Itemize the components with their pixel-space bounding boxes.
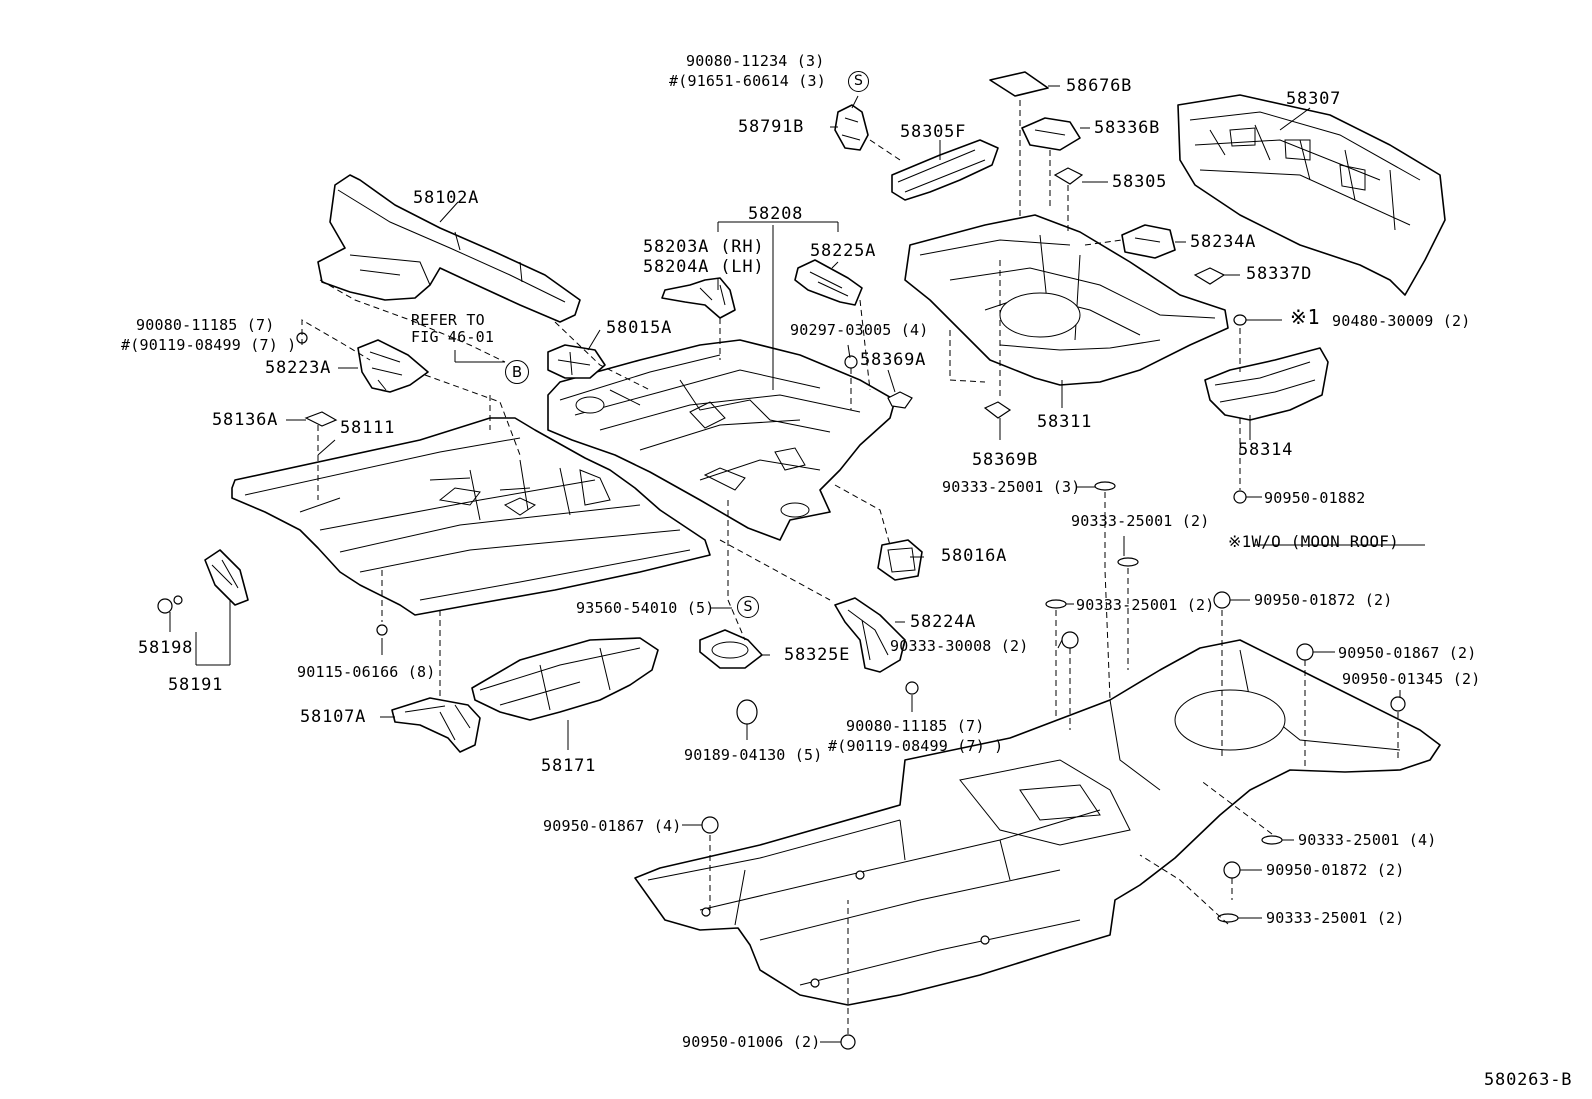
label-mark-1: ※1 (1290, 305, 1321, 329)
label-90950-01345: 90950-01345 (2) (1342, 670, 1481, 688)
label-90333-25001-4: 90333-25001 (4) (1298, 831, 1437, 849)
label-58102a: 58102A (413, 188, 480, 208)
label-90297-03005: 90297-03005 (4) (790, 321, 929, 339)
label-58234a: 58234A (1190, 232, 1257, 252)
part-58337d (1193, 267, 1226, 285)
part-58191 (204, 549, 249, 606)
part-58016a (877, 539, 923, 581)
label-90480-30009: 90480-30009 (2) (1332, 312, 1471, 330)
label-90080-11185-a: 90080-11185 (7) (136, 316, 275, 334)
label-58198: 58198 (138, 638, 194, 658)
label-58111: 58111 (340, 418, 396, 438)
label-90950-01867-b: 90950-01867 (4) (543, 817, 682, 835)
hardware (296, 314, 1406, 1050)
part-58314 (1204, 347, 1329, 421)
part-58369b (983, 401, 1012, 419)
label-90119-08499-b: #(90119-08499 (7) ) (828, 737, 1004, 755)
diagram-id: 580263-B (1484, 1070, 1573, 1090)
part-58305 (1053, 167, 1084, 185)
label-90333-25001-2a: 90333-25001 (2) (1071, 512, 1210, 530)
label-58307: 58307 (1286, 89, 1342, 109)
label-58136a: 58136A (212, 410, 279, 430)
part-58107a (391, 697, 481, 753)
label-fig-46-01: FIG 46-01 (411, 328, 495, 346)
label-58676b: 58676B (1066, 76, 1133, 96)
label-58224a: 58224A (910, 612, 977, 632)
part-58234a (1121, 224, 1176, 259)
label-moon-roof-note: ※1W/O (MOON ROOF) (1228, 532, 1399, 551)
label-93560-54010: 93560-54010 (5) (576, 599, 715, 617)
label-58203a: 58203A (RH) (643, 237, 765, 257)
label-58204a: 58204A (LH) (643, 257, 765, 277)
part-58102a (317, 174, 581, 323)
label-90333-25001-3: 90333-25001 (3) (942, 478, 1081, 496)
label-58107a: 58107A (300, 707, 367, 727)
callout-b-ref: B (505, 360, 529, 384)
part-58111 (231, 417, 711, 616)
label-58208: 58208 (748, 204, 804, 224)
label-58336b: 58336B (1094, 118, 1161, 138)
part-58223a (357, 339, 429, 393)
part-58224a (834, 597, 906, 673)
label-91651-60614: #(91651-60614 (3) (669, 72, 826, 90)
label-refer-to: REFER TO (411, 311, 485, 329)
label-58015a: 58015A (606, 318, 673, 338)
label-90950-01872-a: 90950-01872 (2) (1254, 591, 1393, 609)
label-58325e: 58325E (784, 645, 851, 665)
label-58337d: 58337D (1246, 264, 1313, 284)
leader-lines (169, 85, 1425, 1043)
part-58208 (547, 339, 896, 541)
label-90950-01006: 90950-01006 (2) (682, 1033, 821, 1051)
label-58225a: 58225A (810, 241, 877, 261)
label-58016a: 58016A (941, 546, 1008, 566)
label-90333-25001-2b: 90333-25001 (2) (1076, 596, 1215, 614)
label-90189-04130: 90189-04130 (5) (684, 746, 823, 764)
part-58203a (661, 277, 736, 319)
part-58136a (304, 411, 338, 427)
label-58311: 58311 (1037, 412, 1093, 432)
label-90119-08499-a: #(90119-08499 (7) ) (121, 336, 297, 354)
label-58171: 58171 (541, 756, 597, 776)
label-90080-11234: 90080-11234 (3) (686, 52, 825, 70)
part-58198 (157, 595, 183, 614)
label-90115-06166: 90115-06166 (8) (297, 663, 436, 681)
part-floor-undercover (634, 639, 1441, 1006)
part-58307 (1177, 94, 1446, 296)
callout-s-mid: S (737, 596, 759, 618)
part-58676b (989, 71, 1049, 97)
part-58015a (547, 344, 606, 379)
part-58325e (699, 629, 763, 669)
callout-s-top: S (848, 71, 869, 92)
label-90950-01882: 90950-01882 (1264, 489, 1366, 507)
label-58314: 58314 (1238, 440, 1294, 460)
label-58191: 58191 (168, 675, 224, 695)
label-58223a: 58223A (265, 358, 332, 378)
label-90080-11185-b: 90080-11185 (7) (846, 717, 985, 735)
part-58311 (904, 214, 1229, 386)
part-58369a (887, 391, 913, 409)
part-58171 (471, 637, 659, 721)
label-58305: 58305 (1112, 172, 1168, 192)
label-90950-01867-a: 90950-01867 (2) (1338, 644, 1477, 662)
label-58305f: 58305F (900, 122, 967, 142)
part-58336b (1021, 117, 1081, 151)
label-58369a: 58369A (860, 350, 927, 370)
part-58791b (834, 104, 869, 151)
part-58305f (891, 139, 999, 201)
label-90333-30008: 90333-30008 (2) (890, 637, 1029, 655)
label-90333-25001-2c: 90333-25001 (2) (1266, 909, 1405, 927)
part-58225a (794, 259, 863, 306)
assembly-lines (301, 100, 1399, 1034)
label-58369b: 58369B (972, 450, 1039, 470)
label-58791b: 58791B (738, 117, 805, 137)
label-90950-01872-b: 90950-01872 (2) (1266, 861, 1405, 879)
